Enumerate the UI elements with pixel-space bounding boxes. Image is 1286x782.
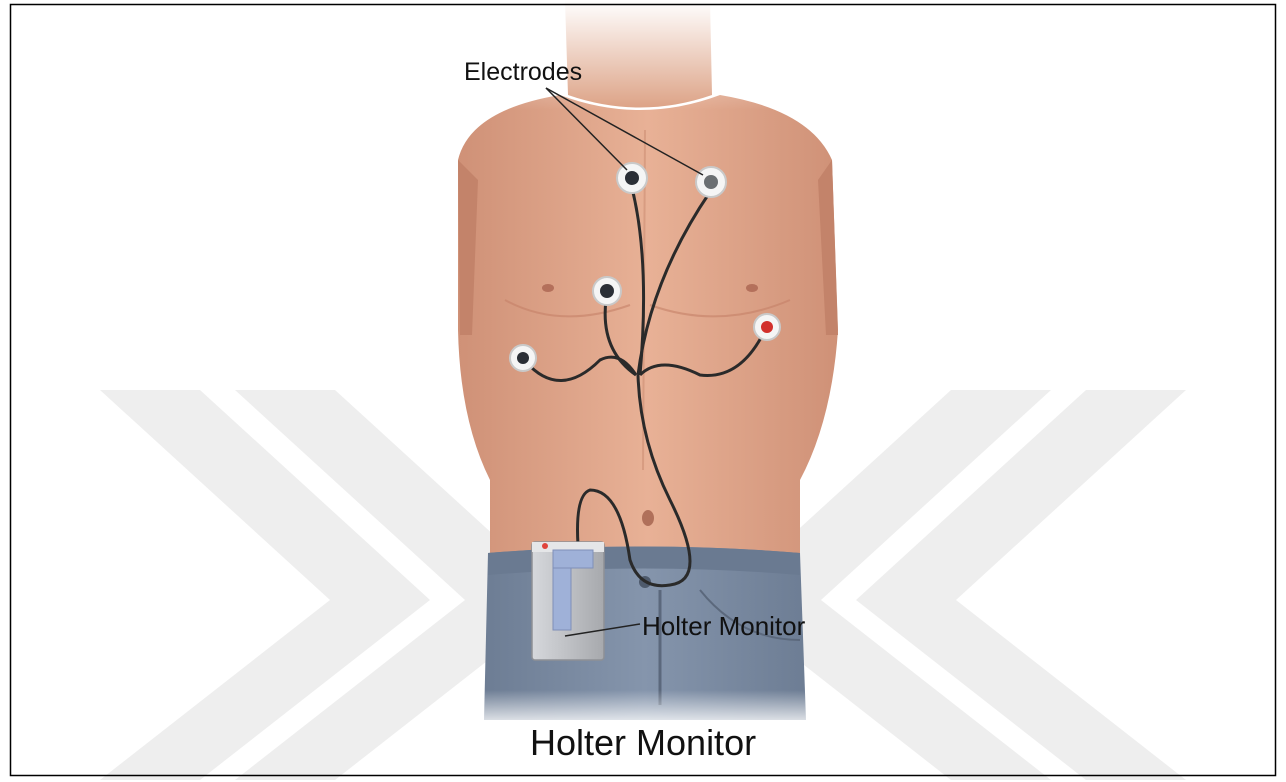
electrodes-label: Electrodes (464, 58, 582, 87)
figure-caption: Holter Monitor (530, 722, 756, 764)
holter-monitor-callout-label: Holter Monitor (642, 611, 805, 642)
